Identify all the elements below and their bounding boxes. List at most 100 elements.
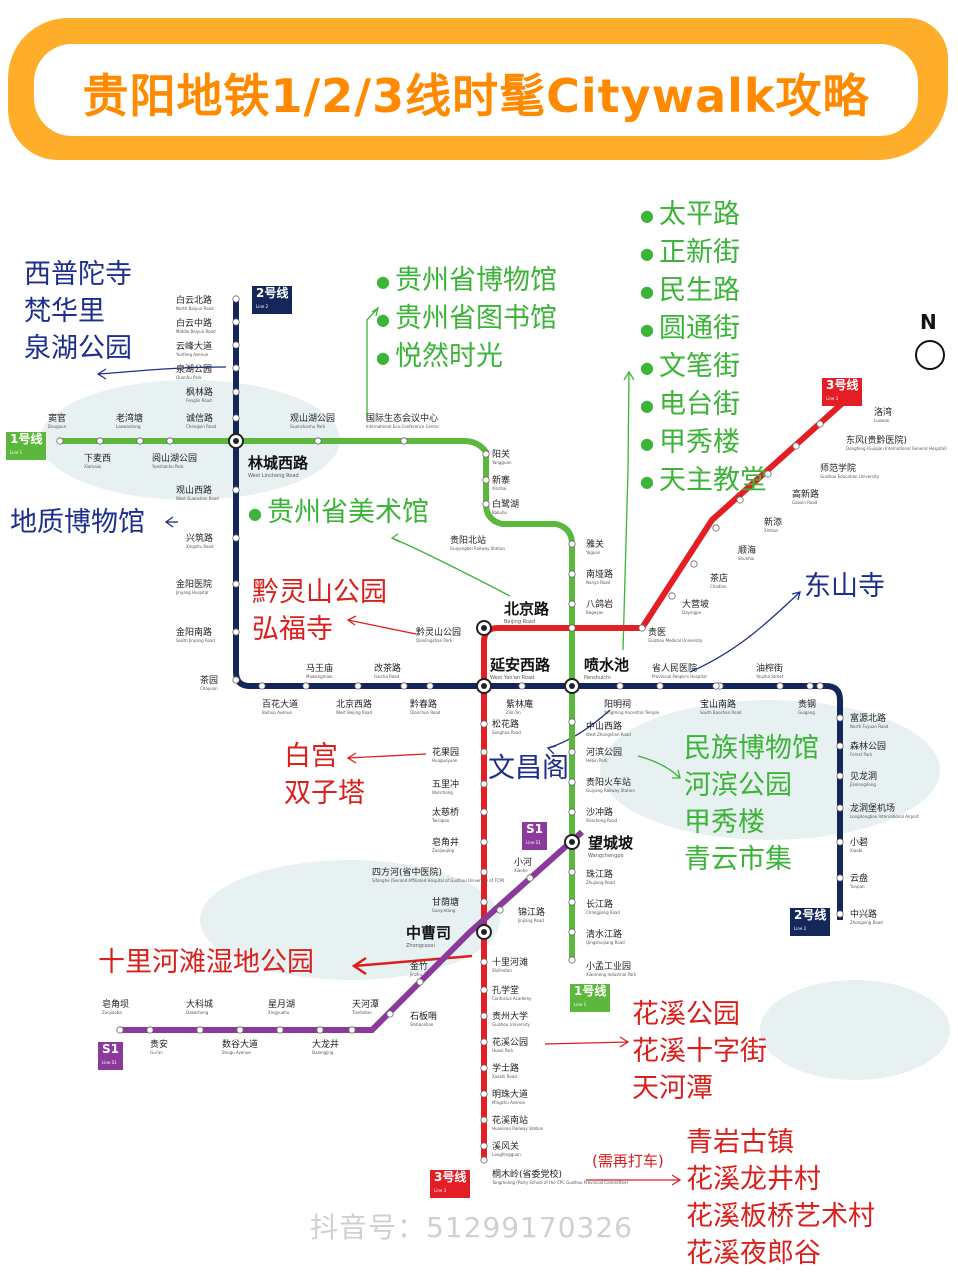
station-dot[interactable] <box>426 682 434 690</box>
station-dot[interactable] <box>480 1038 488 1046</box>
station-dot[interactable] <box>568 600 576 608</box>
station-dot[interactable] <box>480 1142 488 1150</box>
station-dot[interactable] <box>232 580 240 588</box>
station-dot[interactable] <box>480 838 488 846</box>
station-dot[interactable] <box>836 772 844 780</box>
station-dot[interactable] <box>482 476 490 484</box>
station-dot[interactable] <box>136 437 144 445</box>
station-dot[interactable] <box>302 682 310 690</box>
station-dot[interactable] <box>146 1026 154 1034</box>
station-dot[interactable] <box>314 437 322 445</box>
station-dot[interactable] <box>400 437 408 445</box>
station-dot[interactable] <box>568 540 576 548</box>
station-dot[interactable] <box>480 808 488 816</box>
station-dot[interactable] <box>496 906 504 914</box>
station-dot[interactable] <box>196 1026 204 1034</box>
station-dot[interactable] <box>480 898 488 906</box>
station-dot[interactable] <box>776 682 784 690</box>
station-dot[interactable] <box>638 624 646 632</box>
station-dot[interactable] <box>276 1026 284 1034</box>
station-dot[interactable] <box>348 1026 356 1034</box>
station-dot[interactable] <box>836 714 844 722</box>
station-dot[interactable] <box>232 676 240 684</box>
station-dot[interactable] <box>568 928 576 936</box>
station-dot[interactable] <box>482 500 490 508</box>
station-dot[interactable] <box>96 437 104 445</box>
station-label[interactable]: 四方河(省中医院)Sifanghe (Second Affiliated Hos… <box>372 868 505 883</box>
station-dot[interactable] <box>400 682 408 690</box>
station-dot[interactable] <box>836 874 844 882</box>
station-dot[interactable] <box>568 748 576 756</box>
station-dot[interactable] <box>656 682 664 690</box>
station-dot[interactable] <box>166 437 174 445</box>
station-dot[interactable] <box>806 682 814 690</box>
station-dot[interactable] <box>480 1156 488 1164</box>
station-dot[interactable] <box>480 748 488 756</box>
station-dot[interactable] <box>712 682 720 690</box>
station-dot[interactable] <box>480 958 488 966</box>
station-dot[interactable] <box>480 1064 488 1072</box>
station-dot[interactable] <box>568 778 576 786</box>
station-dot[interactable] <box>56 437 64 445</box>
station-dot[interactable] <box>518 682 526 690</box>
station-dot[interactable] <box>616 682 624 690</box>
station-dot[interactable] <box>236 1026 244 1034</box>
station-dot[interactable] <box>480 1012 488 1020</box>
station-dot[interactable] <box>258 682 266 690</box>
station-dot[interactable] <box>792 442 800 450</box>
